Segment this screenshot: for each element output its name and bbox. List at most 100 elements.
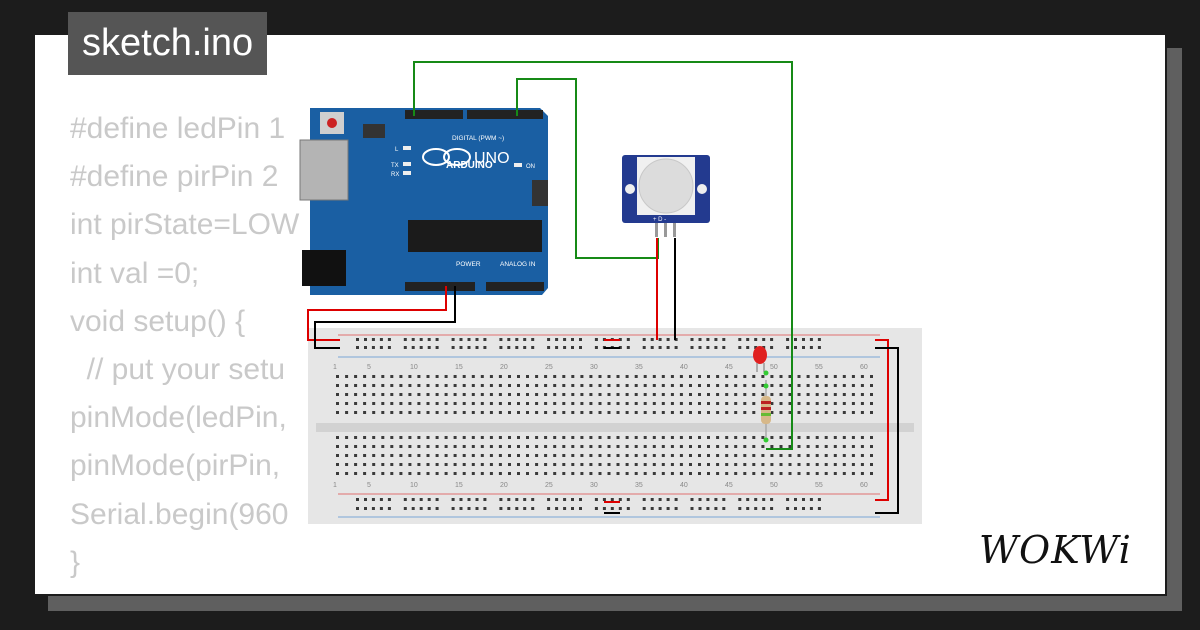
breadboard-hole xyxy=(535,472,539,475)
breadboard-hole xyxy=(381,384,385,387)
breadboard-rail-hole xyxy=(658,507,662,510)
wires xyxy=(307,61,899,514)
wire-red-rail-bridge[interactable] xyxy=(875,339,889,501)
breadboard-rail-hole xyxy=(794,346,797,349)
column-number: 60 xyxy=(860,364,868,371)
breadboard-hole xyxy=(643,384,647,387)
code-line: pinMode(pirPin, xyxy=(70,449,281,483)
analog-header-label: ANALOG IN xyxy=(500,261,536,268)
red-led[interactable] xyxy=(753,346,767,372)
breadboard-hole xyxy=(562,454,566,457)
breadboard-hole xyxy=(363,375,367,378)
breadboard-rail-hole xyxy=(547,338,551,341)
wire-black-gnd[interactable] xyxy=(314,286,456,349)
breadboard-hole xyxy=(562,436,566,439)
breadboard-hole xyxy=(435,454,439,457)
breadboard-hole xyxy=(363,472,367,475)
wire-red-5v[interactable] xyxy=(307,286,447,341)
breadboard-rail-hole xyxy=(547,498,551,501)
breadboard-hole xyxy=(408,384,412,387)
breadboard-hole xyxy=(607,384,611,387)
breadboard-hole xyxy=(752,384,756,387)
wire-black-rail-bridge[interactable] xyxy=(875,347,899,514)
breadboard-hole xyxy=(508,472,511,475)
breadboard-rail-hole xyxy=(515,507,519,510)
breadboard-hole xyxy=(806,454,810,457)
breadboard-hole xyxy=(707,463,710,466)
breadboard-rail-hole xyxy=(817,338,821,341)
breadboard-hole xyxy=(363,393,367,396)
connection-dots xyxy=(763,370,769,443)
arduino-brand: ARDUINO xyxy=(446,160,493,171)
breadboard-hole xyxy=(734,411,738,414)
breadboard-hole xyxy=(851,402,855,405)
breadboard-hole xyxy=(652,454,656,457)
breadboard-hole xyxy=(517,445,520,448)
breadboard-rail-hole xyxy=(356,346,359,349)
breadboard-hole xyxy=(815,411,819,414)
breadboard-rail-hole xyxy=(507,507,511,510)
breadboard-hole xyxy=(670,411,674,414)
breadboard-rail-hole xyxy=(666,507,670,510)
wire-green-led[interactable] xyxy=(413,61,793,450)
breadboard-hole xyxy=(580,472,584,475)
breadboard-hole xyxy=(842,402,846,405)
breadboard-hole xyxy=(770,393,774,396)
breadboard-hole xyxy=(770,411,774,414)
breadboard[interactable]: 1 5 10 15 20 25 30 35 40 45 50 55 60 1 5… xyxy=(308,328,922,524)
breadboard-hole xyxy=(517,411,520,414)
breadboard-hole xyxy=(698,384,701,387)
breadboard-hole xyxy=(779,402,783,405)
breadboard-hole xyxy=(517,463,520,466)
breadboard-rail-hole xyxy=(523,507,527,510)
column-number: 15 xyxy=(455,364,463,371)
breadboard-hole xyxy=(725,393,729,396)
breadboard-hole xyxy=(535,411,539,414)
breadboard-hole xyxy=(689,393,692,396)
breadboard-hole xyxy=(553,454,557,457)
code-line: #define pirPin 2 xyxy=(70,160,279,194)
breadboard-hole xyxy=(336,393,339,396)
breadboard-rail-hole xyxy=(371,346,375,349)
breadboard-rail-hole xyxy=(364,498,367,501)
breadboard-hole xyxy=(797,472,801,475)
breadboard-hole xyxy=(426,436,430,439)
breadboard-rail-hole xyxy=(427,498,431,501)
breadboard-hole xyxy=(725,472,729,475)
breadboard-hole xyxy=(743,463,747,466)
breadboard-hole xyxy=(788,375,792,378)
breadboard-hole xyxy=(797,384,801,387)
resistor[interactable] xyxy=(761,380,771,440)
breadboard-hole xyxy=(652,411,656,414)
breadboard-hole xyxy=(851,454,855,457)
breadboard-rail-hole xyxy=(563,346,567,349)
breadboard-rail-hole xyxy=(754,338,758,341)
breadboard-hole xyxy=(535,454,539,457)
breadboard-hole xyxy=(598,445,602,448)
breadboard-hole xyxy=(752,445,756,448)
reset-button[interactable] xyxy=(327,118,337,128)
connection-dot xyxy=(763,383,769,389)
pir-sensor[interactable]: + D - xyxy=(622,155,710,237)
breadboard-rail-hole xyxy=(563,507,567,510)
breadboard-rail-hole xyxy=(467,507,471,510)
column-number: 25 xyxy=(545,364,553,371)
breadboard-hole xyxy=(372,445,376,448)
breadboard-hole xyxy=(734,402,738,405)
breadboard-hole xyxy=(670,472,674,475)
breadboard-hole xyxy=(707,384,710,387)
breadboard-hole xyxy=(643,445,647,448)
breadboard-hole xyxy=(580,384,584,387)
breadboard-hole xyxy=(426,393,430,396)
breadboard-hole xyxy=(336,472,339,475)
arduino-uno-board[interactable]: DIGITAL (PWM ~) ARDUINO UNO L TX RX ON P… xyxy=(299,108,548,295)
breadboard-rail-hole xyxy=(674,346,678,349)
pir-pin xyxy=(655,223,658,237)
breadboard-hole xyxy=(625,411,629,414)
breadboard-hole xyxy=(698,472,701,475)
breadboard-rail-hole xyxy=(809,346,813,349)
breadboard-rail-hole xyxy=(571,346,574,349)
breadboard-hole xyxy=(779,436,783,439)
led-rx xyxy=(403,171,411,175)
breadboard-hole xyxy=(544,384,548,387)
